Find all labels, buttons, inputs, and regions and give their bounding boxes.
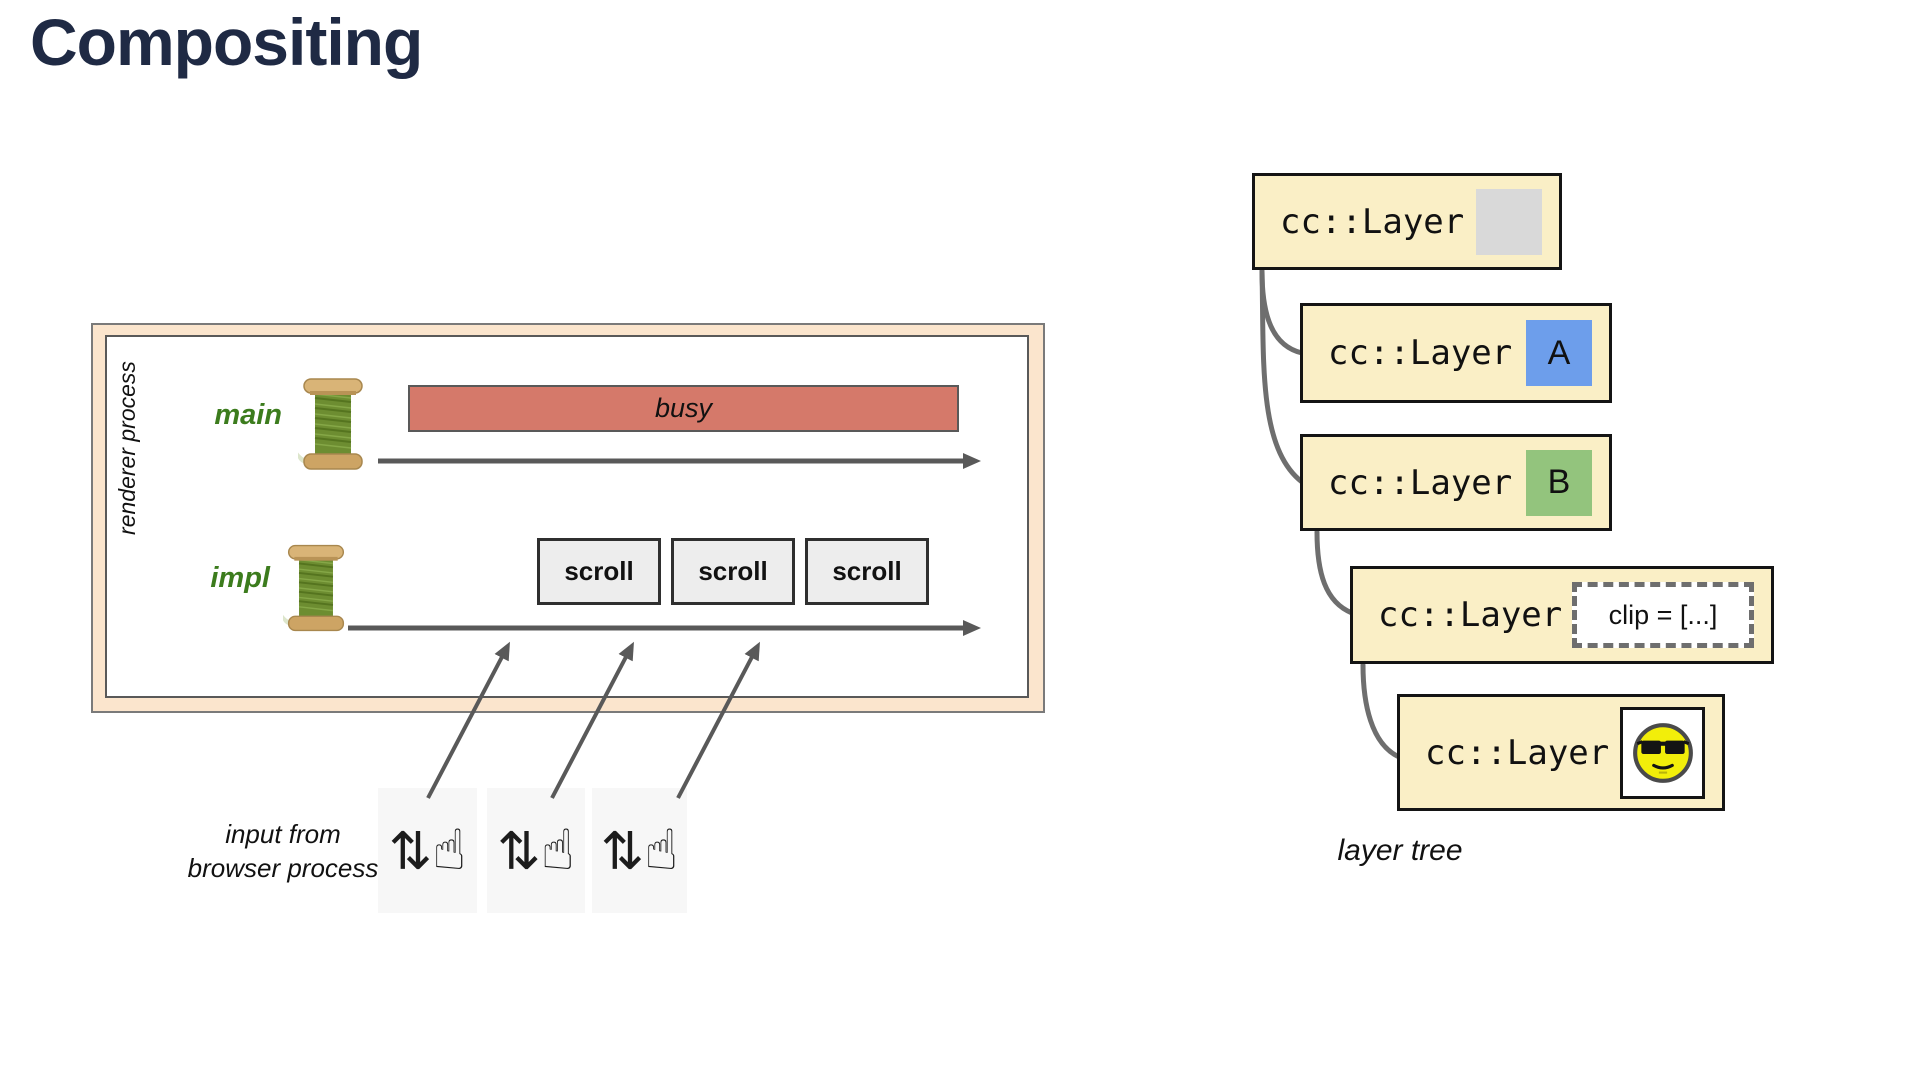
scroll-event-box: scroll (805, 538, 929, 605)
main-thread-label: main (214, 399, 282, 431)
input-caption: input from browser process (183, 818, 383, 886)
scroll-gesture-icon: ⇅☝ (592, 788, 687, 913)
tree-connector-root-b (1259, 268, 1305, 485)
scroll-event-box: scroll (671, 538, 795, 605)
scroll-gesture-icon: ⇅☝ (487, 788, 585, 913)
pointing-hand-icon: ☝ (644, 817, 679, 883)
pointing-hand-icon: ☝ (432, 817, 467, 883)
layer-node-root: cc::Layer (1252, 173, 1562, 270)
tree-connector-clip-content (1360, 662, 1402, 760)
busy-task-label: busy (654, 393, 713, 423)
layer-node-a: cc::Layer A (1300, 303, 1612, 403)
busy-task-bar: busy (408, 385, 959, 432)
scroll-event-box: scroll (537, 538, 661, 605)
impl-thread-label: impl (210, 562, 270, 594)
updown-arrows-icon: ⇅ (600, 821, 645, 882)
renderer-process-label: renderer process (114, 361, 140, 535)
pointing-hand-icon: ☝ (540, 817, 575, 883)
layer-tree-caption: layer tree (1337, 834, 1463, 867)
updown-arrows-icon: ⇅ (497, 821, 541, 882)
layer-node-label: cc::Layer (1378, 595, 1563, 635)
blue-content-swatch: A (1526, 320, 1592, 386)
tree-connector-b-clip (1314, 529, 1355, 616)
layer-node-b: cc::Layer B (1300, 434, 1612, 531)
scroll-event-label: scroll (698, 556, 768, 586)
scroll-gesture-icon: ⇅☝ (378, 788, 477, 913)
layer-node-clip: cc::Layer clip = [...] (1350, 566, 1774, 664)
input-caption-line2: browser process (187, 852, 379, 883)
layer-node-label: cc::Layer (1280, 201, 1465, 242)
smiley-image-frame (1620, 706, 1705, 799)
scroll-event-label: scroll (564, 556, 634, 586)
clip-property-box: clip = [...] (1572, 582, 1754, 648)
sunglasses-smiley-icon (1632, 722, 1693, 783)
tree-connector-root-a (1259, 268, 1305, 356)
layer-node-label: cc::Layer (1328, 333, 1513, 373)
gray-content-swatch (1476, 188, 1542, 255)
page-title: Compositing (30, 5, 423, 79)
updown-arrows-icon: ⇅ (388, 821, 433, 882)
layer-node-label: cc::Layer (1328, 462, 1513, 503)
layer-node-label: cc::Layer (1425, 732, 1610, 773)
input-caption-line1: input from (225, 819, 341, 849)
thread-spool-icon (296, 378, 368, 475)
thread-spool-icon (281, 543, 349, 638)
scroll-event-label: scroll (832, 556, 902, 586)
layer-node-content: cc::Layer (1397, 694, 1725, 811)
green-content-swatch: B (1526, 449, 1592, 516)
